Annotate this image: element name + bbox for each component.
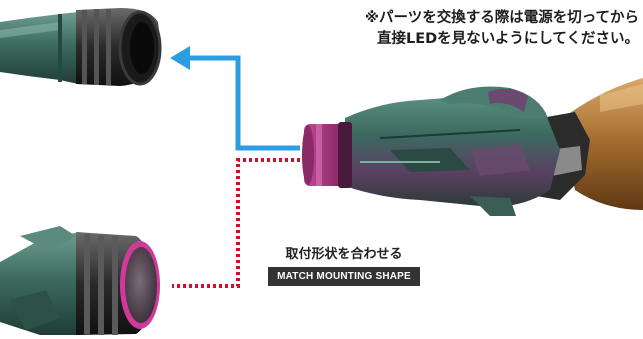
label-japanese: 取付形状を合わせる [268,243,420,267]
top-left-part [0,8,162,86]
caution-line-2: 直接LEDを見ないようにしてください。 [376,31,639,47]
bottom-left-part [0,226,160,335]
red-dotted-connector [172,158,300,288]
label-english: MATCH MOUNTING SHAPE [268,267,420,286]
caution-line-1: ※パーツを交換する際は電源を切ってから [364,10,639,26]
mounting-shape-label: 取付形状を合わせる MATCH MOUNTING SHAPE [268,243,420,287]
caution-notice: ※パーツを交換する際は電源を切ってから 直接LEDを見ないようにしてください。 [309,8,639,50]
blue-arrow [170,46,300,151]
right-assembly [302,78,643,216]
